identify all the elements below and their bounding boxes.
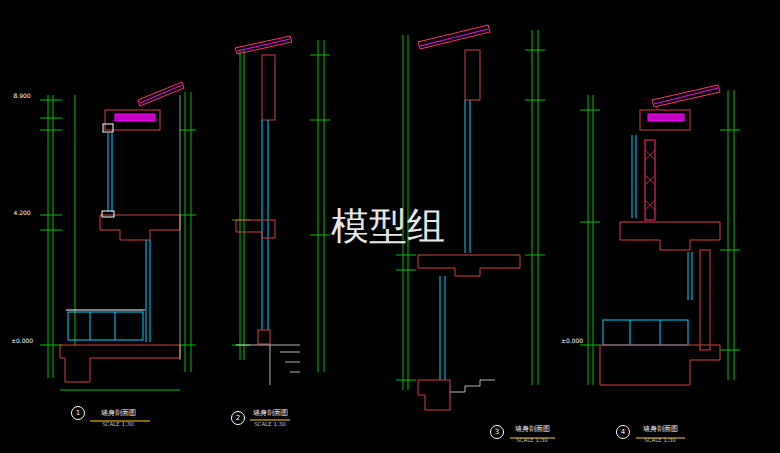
- wall-section-4: [580, 85, 740, 438]
- section-number: 4: [621, 429, 625, 436]
- section-number-circle: 1: [71, 406, 85, 420]
- watermark: 模型组: [331, 206, 445, 248]
- drawing-label: 墙身剖面图: [515, 426, 550, 434]
- drawing-label: SCALE 1:30: [254, 421, 286, 427]
- drawing-label: SCALE 1:30: [644, 437, 676, 443]
- wall-section-1: [40, 82, 196, 421]
- section-number-circle: 4: [616, 425, 630, 439]
- drawing-label: 墙身剖面图: [253, 410, 288, 418]
- drawing-label: 墙身剖面图: [643, 426, 678, 434]
- section-number: 2: [236, 415, 240, 422]
- drawing-label: SCALE 1:30: [516, 437, 548, 443]
- section-number: 1: [76, 410, 80, 417]
- section-number: 3: [495, 429, 499, 436]
- drawing-label: ±0.000: [11, 338, 33, 345]
- section-number-circle: 3: [490, 425, 504, 439]
- drawing-label: 4.200: [13, 210, 30, 217]
- drawing-label: SCALE 1:30: [102, 421, 134, 427]
- drawing-label: 8.900: [13, 93, 30, 100]
- wall-section-2: [232, 36, 330, 420]
- section-number-circle: 2: [231, 411, 245, 425]
- drawing-label: 墙身剖面图: [101, 410, 136, 418]
- drawing-label: ±0.000: [561, 338, 583, 345]
